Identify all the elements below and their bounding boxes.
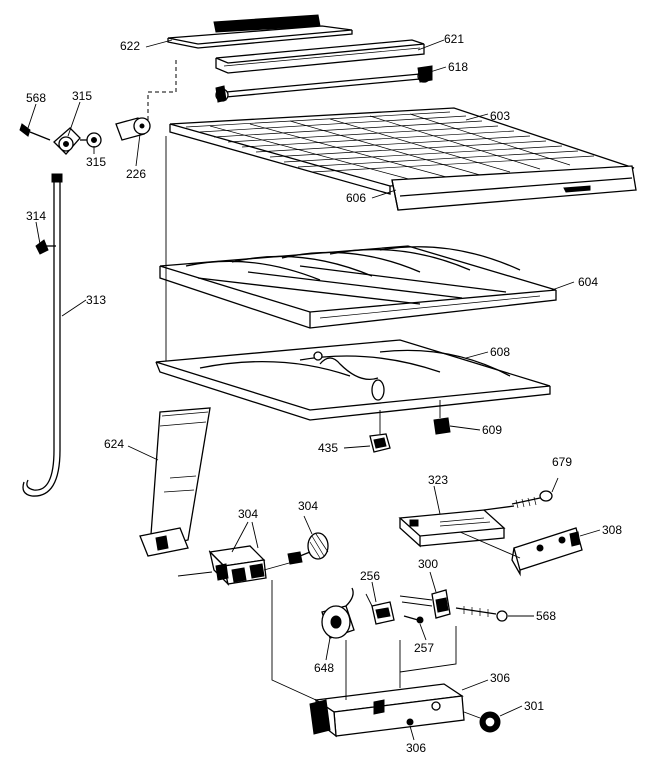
label-323: 323 <box>428 473 448 487</box>
part-306-control-housing <box>271 580 465 738</box>
label-315-top: 315 <box>72 89 92 103</box>
part-608-crisper-pan <box>155 339 551 421</box>
label-604: 604 <box>578 275 598 289</box>
label-313: 313 <box>86 293 106 307</box>
part-315-washer <box>86 132 102 148</box>
label-306-bottom: 306 <box>406 741 426 755</box>
part-603-top-panel <box>169 107 635 195</box>
leader-dashed-226 <box>147 60 177 122</box>
part-679-screw <box>511 490 553 509</box>
label-435: 435 <box>318 441 338 455</box>
label-308: 308 <box>602 523 622 537</box>
label-256: 256 <box>360 569 380 583</box>
part-648-damper-motor <box>321 587 355 639</box>
label-314: 314 <box>26 209 46 223</box>
label-300: 300 <box>418 557 438 571</box>
part-313-tube <box>22 173 63 497</box>
label-306-right: 306 <box>490 671 510 685</box>
label-315-bottom: 315 <box>86 155 106 169</box>
part-609-clip <box>433 400 451 435</box>
label-301: 301 <box>524 699 544 713</box>
part-621-rail <box>215 39 425 74</box>
part-304-damper-knob <box>287 532 329 565</box>
part-301-knob <box>463 711 501 733</box>
label-568-bottom: 568 <box>536 609 556 623</box>
part-568-screw-bottom <box>455 606 508 622</box>
part-308-thermostat-plate <box>459 527 583 577</box>
label-606: 606 <box>346 191 366 205</box>
part-labels: 622 621 618 568 315 315 226 603 606 314 … <box>26 32 622 755</box>
part-435-knob <box>369 410 391 453</box>
label-624: 624 <box>104 437 124 451</box>
part-300-thermostat <box>399 589 451 619</box>
label-603: 603 <box>490 109 510 123</box>
label-257: 257 <box>414 641 434 655</box>
label-226: 226 <box>126 167 146 181</box>
part-315-bracket <box>53 127 92 155</box>
leader-lines <box>27 39 601 741</box>
label-618: 618 <box>448 60 468 74</box>
part-226-bushing <box>115 117 151 141</box>
part-622-trim-strip <box>167 14 353 49</box>
part-618-rod <box>215 65 433 103</box>
part-606-front-trim <box>391 165 637 211</box>
part-624-drain-trough <box>139 407 211 557</box>
part-314-clip <box>35 239 56 255</box>
label-609: 609 <box>482 423 502 437</box>
label-568-top: 568 <box>26 91 46 105</box>
label-304-left: 304 <box>238 507 258 521</box>
part-604-crisper-cover <box>159 245 557 329</box>
part-323-control-bracket <box>398 505 515 548</box>
label-304-right: 304 <box>298 499 318 513</box>
label-648: 648 <box>314 661 334 675</box>
part-568-screw-top <box>19 123 51 141</box>
part-256-switch <box>365 593 395 625</box>
part-257-screw <box>403 615 424 624</box>
label-608: 608 <box>490 345 510 359</box>
label-621: 621 <box>444 32 464 46</box>
label-622: 622 <box>120 39 140 53</box>
label-679: 679 <box>552 455 572 469</box>
part-304-damper-housing <box>177 545 301 587</box>
